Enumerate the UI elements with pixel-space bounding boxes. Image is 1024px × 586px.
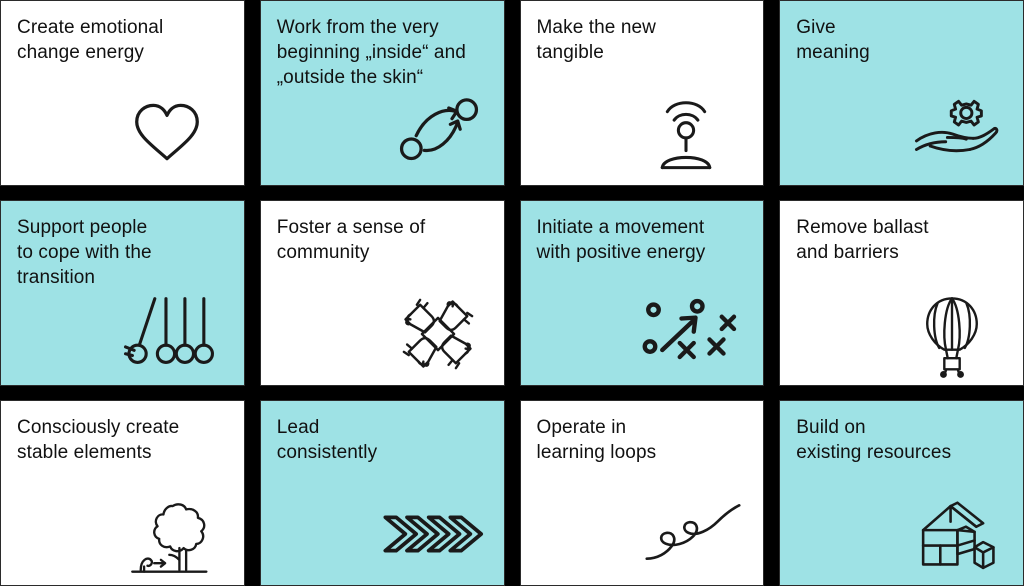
tree-growth-icon (124, 501, 218, 575)
tactics-board-icon (642, 293, 741, 365)
heart-icon (128, 101, 206, 163)
four-hands-teamwork-icon (396, 295, 480, 373)
learning-loops-icon (645, 501, 741, 563)
card-title: Create emotional change energy (17, 17, 164, 63)
chevrons-right-icon (382, 511, 483, 557)
card-title: Give meaning (796, 17, 870, 63)
card-title: Operate in learning loops (536, 417, 657, 463)
hot-air-balloon-icon (921, 295, 983, 378)
hand-holding-gear-icon (913, 91, 999, 165)
card-remove-ballast-and-barriers[interactable]: Remove ballast and barriers (779, 200, 1024, 386)
card-title: Consciously create stable elements (17, 417, 180, 463)
card-lead-consistently[interactable]: Lead consistently (259, 400, 505, 586)
card-make-the-new-tangible[interactable]: Make the new tangible (519, 0, 765, 186)
card-title: Support people to cope with the transiti… (17, 217, 152, 288)
card-support-people-transition[interactable]: Support people to cope with the transiti… (0, 200, 245, 386)
card-operate-in-learning-loops[interactable]: Operate in learning loops (519, 400, 765, 586)
antenna-person-icon (649, 93, 723, 171)
card-create-emotional-change-energy[interactable]: Create emotional change energy (0, 0, 245, 186)
card-title: Remove ballast and barriers (796, 217, 929, 263)
card-title: Initiate a movement with positive energy (536, 217, 706, 263)
card-build-on-existing-resources[interactable]: Build on existing resources (779, 400, 1024, 586)
newtons-cradle-icon (123, 297, 220, 371)
card-title: Foster a sense of community (276, 217, 426, 263)
card-title: Make the new tangible (536, 17, 656, 63)
connected-nodes-icon (396, 95, 482, 165)
card-title: Build on existing resources (796, 417, 952, 463)
card-initiate-a-movement[interactable]: Initiate a movement with positive energy (519, 200, 765, 386)
card-foster-sense-of-community[interactable]: Foster a sense of community (259, 200, 505, 386)
card-work-inside-outside-the-skin[interactable]: Work from the very beginning „inside“ an… (259, 0, 505, 186)
card-title: Work from the very beginning „inside“ an… (276, 17, 466, 88)
card-consciously-create-stable-elements[interactable]: Consciously create stable elements (0, 400, 245, 586)
card-title: Lead consistently (276, 417, 378, 463)
building-blocks-icon (911, 501, 997, 573)
card-give-meaning[interactable]: Give meaning (779, 0, 1024, 186)
